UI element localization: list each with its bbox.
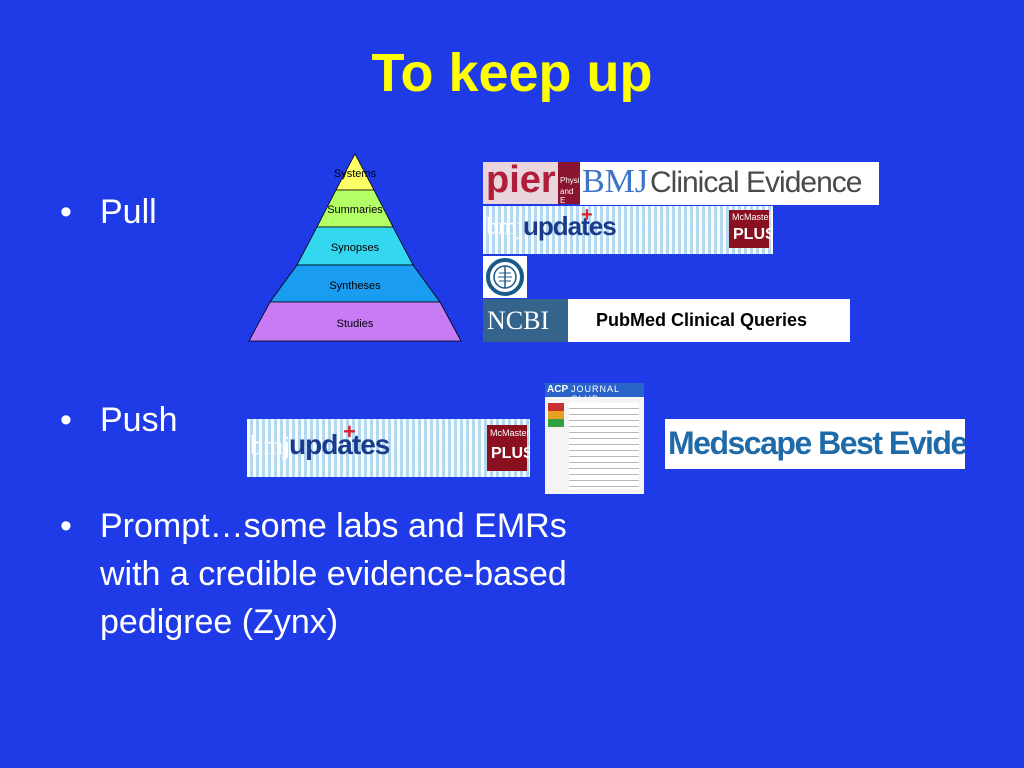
bullet-text: Push [100, 401, 178, 439]
pier-logo-sub1: Physi [560, 176, 580, 185]
cochrane-logo [483, 256, 527, 298]
pier-logo-text: pier [486, 162, 556, 201]
evidence-pyramid: Systems Summaries Synopses Syntheses Stu… [248, 153, 462, 342]
pier-logo: pier Physi and E [483, 162, 580, 204]
pubmed-clinical-queries-logo: NCBI PubMed Clinical Queries [483, 299, 850, 342]
pyramid-level-studies [248, 301, 462, 342]
bmj-updates-plus: + [343, 419, 356, 444]
bmj-updates-text: updates [523, 211, 617, 241]
bmj-updates-logo-pull: bmj updates + McMaster PLUS [483, 206, 773, 254]
pyramid-label-synopses: Synopses [331, 242, 380, 254]
bullet-text: Pull [100, 193, 157, 231]
mcmaster-plus-text: PLUS [491, 445, 530, 462]
bmj-updates-text: updates [289, 429, 390, 460]
mcmaster-plus-text: PLUS [733, 226, 773, 243]
clinical-evidence-text: Clinical Evidence [650, 166, 862, 199]
journal-club-text: JOURNAL CLUB [571, 384, 620, 404]
bullet-text: Prompt…some labs and EMRs with a credibl… [100, 507, 567, 641]
bmj-logo-text: BMJ [582, 163, 649, 200]
acp-journal-club-cover: ACP JOURNAL CLUB [545, 383, 644, 494]
ncbi-text: NCBI [487, 306, 550, 335]
bmj-clinical-evidence-logo: BMJ Clinical Evidence [580, 162, 879, 205]
pyramid-label-studies: Studies [337, 318, 374, 330]
medscape-best-evidence-text: Medscape Best Evidence [668, 425, 965, 461]
pyramid-label-summaries: Summaries [327, 204, 383, 216]
medscape-best-evidence-logo: Medscape Best Evidence [665, 419, 965, 469]
pyramid-label-systems: Systems [334, 168, 377, 180]
bmj-updates-bmj-text: bmj [250, 431, 291, 460]
bullet-marker: • [60, 507, 72, 545]
bullet-marker: • [60, 193, 72, 231]
pyramid-label-syntheses: Syntheses [329, 280, 381, 292]
bullet-marker: • [60, 401, 72, 439]
pier-logo-sub2: and E [560, 187, 574, 204]
cochrane-icon [486, 258, 524, 296]
mcmaster-text: McMaster [732, 212, 772, 222]
bmj-updates-logo-push: bmj updates + McMaster PLUS [247, 419, 530, 477]
pubmed-clinical-queries-text: PubMed Clinical Queries [596, 310, 808, 330]
mcmaster-text: McMaster [490, 428, 530, 438]
bmj-updates-bmj-text: bmj [486, 214, 524, 240]
slide-title: To keep up [371, 43, 653, 103]
bmj-updates-plus: + [581, 206, 593, 226]
acp-text: ACP [547, 384, 569, 395]
